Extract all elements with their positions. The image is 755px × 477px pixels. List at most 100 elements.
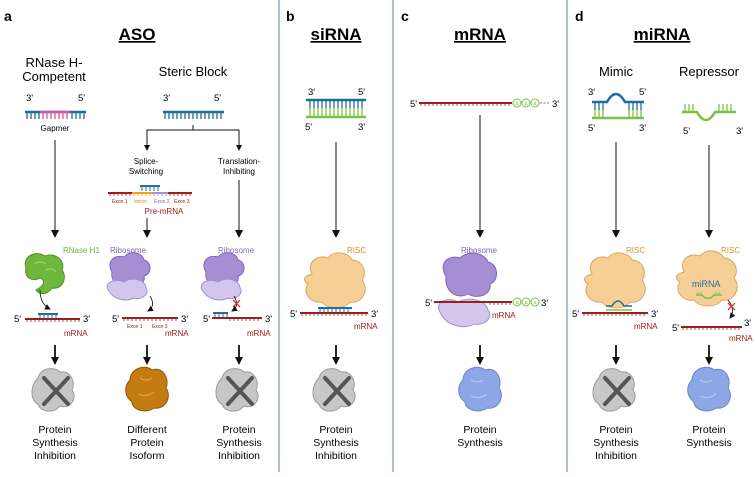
mimic-top-end3: 3': [588, 87, 595, 98]
translation-mrna-label: mRNA: [247, 329, 271, 338]
splice-outcome-line3: Isoform: [129, 450, 164, 462]
repressor-blocked-arrow: [727, 299, 736, 319]
rnase-cleave-arrow: [39, 289, 51, 310]
rnaseh-outcome-line3: Inhibition: [34, 450, 76, 462]
svg-text:A: A: [515, 102, 519, 108]
panel-d-heading: miRNA: [634, 25, 691, 44]
panel-letter-a: a: [4, 8, 12, 24]
svg-text:A: A: [524, 301, 528, 307]
repressor-inner-label: miRNA: [692, 279, 721, 289]
splice-outcome-line1: Different: [127, 424, 167, 436]
inhibited-protein-b: [312, 368, 356, 412]
mrna-trans-label: mRNA: [492, 311, 516, 320]
rnaseh-title-line1: RNase H-: [25, 55, 82, 70]
repressor-outcome-line1: Protein: [692, 424, 725, 436]
gapmer-strand: [25, 110, 86, 119]
spliced-mrna-end3: 3': [181, 314, 188, 325]
translation-ribosome-label: Ribosome: [218, 246, 255, 255]
svg-text:A: A: [533, 102, 537, 108]
translation-inhibiting-branch: Translation- Inhibiting Ribosome 5' 3': [200, 157, 272, 462]
mimic-mrna-end5: 5': [572, 309, 579, 320]
rnase-h1-label: RNase H1: [63, 246, 100, 255]
mimic-mrna: [582, 312, 648, 316]
translation-title-line1: Translation-: [218, 157, 260, 166]
sirna-mrna-end3: 3': [371, 309, 378, 320]
mrna-translated-strand: A A A: [434, 297, 540, 307]
splice-title-line2: Switching: [129, 167, 163, 176]
repressor-mrna-end5: 5': [672, 323, 679, 334]
sirna-outcome-line2: Synthesis: [313, 437, 359, 449]
translation-outcome-line3: Inhibition: [218, 450, 260, 462]
mrna-ribosome: [438, 252, 497, 328]
sirna-top-end3: 3': [308, 87, 315, 98]
spliced-exon3-label: Exon 3: [152, 324, 168, 330]
exon1-label: Exon 1: [112, 199, 128, 205]
synthesized-protein-d: [687, 366, 731, 412]
steric-end-3: 3': [163, 93, 170, 104]
rnaseh-outcome-line2: Synthesis: [32, 437, 78, 449]
repressor-end3: 3': [736, 126, 743, 137]
steric-end-5: 5': [214, 93, 221, 104]
panel-letter-d: d: [575, 8, 584, 24]
repressor-mrna-end3: 3': [744, 318, 751, 329]
rnaseh-mrna-duplex: [25, 313, 80, 322]
panel-a-heading: ASO: [119, 25, 156, 44]
inhibited-protein-a1: [31, 368, 75, 412]
rnaseh-mrna-end5: 5': [14, 314, 21, 325]
repressor-inner-strand: [696, 292, 722, 300]
panel-a: a ASO RNase H- Competent 3' 5' Gapmer RN…: [4, 8, 272, 462]
sirna-risc-label: RISC: [347, 246, 366, 255]
repressor-outcome-line2: Synthesis: [686, 437, 732, 449]
sirna-mrna-end5: 5': [290, 309, 297, 320]
repressor-column: Repressor 5' 3' RISC miRNA 5': [672, 64, 753, 449]
svg-text:A: A: [533, 301, 537, 307]
mrna-trans-end5: 5': [425, 298, 432, 309]
mimic-duplex: [592, 92, 644, 120]
steric-block-column: Steric Block 3' 5' Splice- Switching: [106, 64, 272, 462]
pre-mrna-label: Pre-mRNA: [145, 207, 184, 216]
mimic-title: Mimic: [599, 64, 633, 79]
inhibited-protein-d: [592, 368, 636, 412]
gapmer-end-3: 3': [26, 93, 33, 104]
splice-switching-branch: Splice- Switching Exon 1 Intron Exon 2 E…: [106, 157, 192, 462]
rnaseh-mrna-label: mRNA: [64, 329, 88, 338]
steric-branch-lines: [146, 125, 240, 140]
mimic-outcome-line2: Synthesis: [593, 437, 639, 449]
mimic-top-end5: 5': [639, 87, 646, 98]
panel-d: d miRNA Mimic 3' 5' 5' 3' RISC 5': [572, 8, 753, 462]
intron-label: Intron: [134, 199, 147, 205]
svg-text:A: A: [515, 301, 519, 307]
translation-blocked-arrow: [231, 295, 238, 312]
gapmer-end-5: 5': [78, 93, 85, 104]
sirna-mrna-duplex: [300, 307, 368, 316]
rnaseh-mrna-end3: 3': [83, 314, 90, 325]
sirna-risc: [304, 252, 366, 309]
splice-mrna-end5: 5': [112, 314, 119, 325]
repressor-risc-label: RISC: [721, 246, 740, 255]
splice-ribosome-label: Ribosome: [110, 246, 147, 255]
mrna-end5: 5': [410, 99, 417, 110]
pre-mrna-duplex: [108, 185, 192, 196]
panel-b-heading: siRNA: [310, 25, 361, 44]
mimic-mrna-end3: 3': [651, 309, 658, 320]
panel-c: c mRNA 5' A A A 3' Ribosome 5' A: [401, 8, 559, 449]
translation-title-line2: Inhibiting: [223, 167, 255, 176]
sirna-bot-end3: 3': [358, 122, 365, 133]
repressor-mrna: [681, 326, 742, 330]
rnaseh-column: RNase H- Competent 3' 5' Gapmer RNase H1…: [14, 55, 100, 462]
steric-aso-strand: [163, 110, 224, 119]
isoform-protein: [125, 366, 169, 412]
repressor-risc: [676, 250, 738, 307]
splice-mrna-label: mRNA: [165, 329, 189, 338]
sirna-outcome-line1: Protein: [319, 424, 352, 436]
gapmer-label: Gapmer: [41, 124, 70, 133]
spliced-mrna: [122, 317, 178, 321]
inhibited-protein-a2: [215, 368, 259, 412]
splice-title-line1: Splice-: [134, 157, 159, 166]
sirna-bot-end5: 5': [305, 122, 312, 133]
panel-c-heading: mRNA: [454, 25, 506, 44]
mimic-outcome-line3: Inhibition: [595, 450, 637, 462]
mrna-ribosome-label: Ribosome: [461, 246, 498, 255]
